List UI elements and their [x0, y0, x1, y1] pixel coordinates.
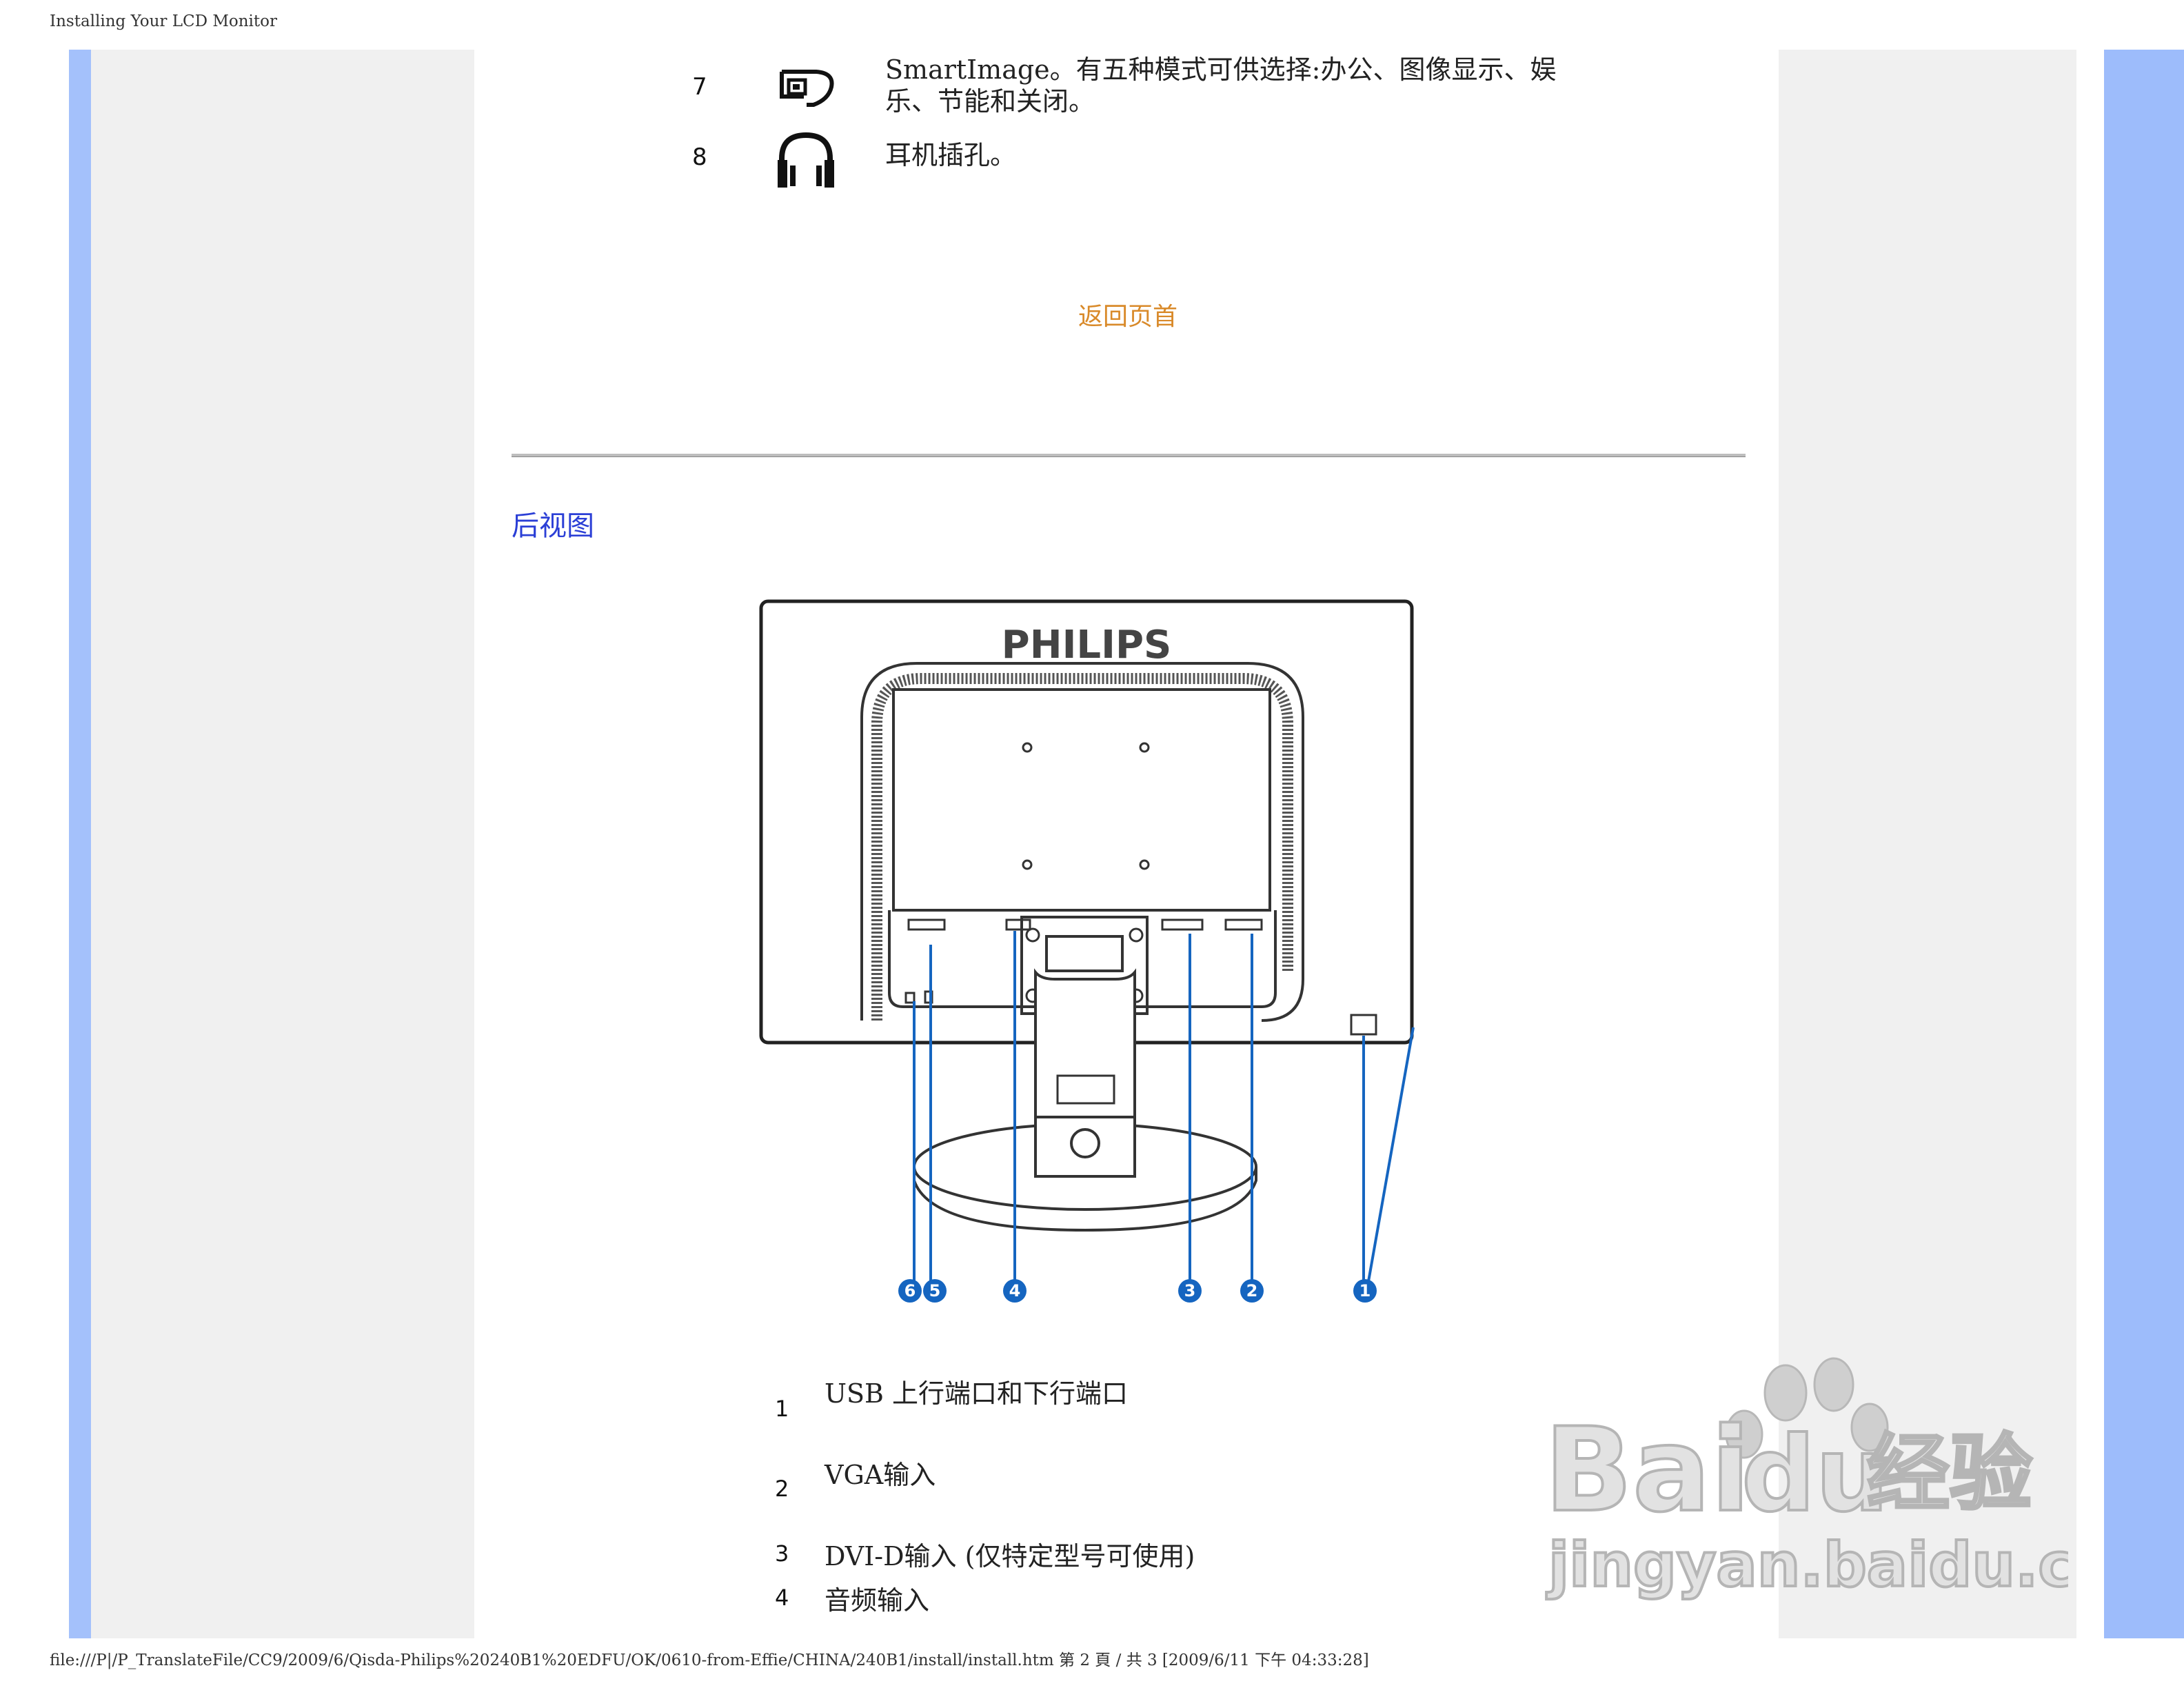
rear-view-heading: 后视图 — [512, 510, 594, 542]
monitor-rear-view-diagram: PHILIPS 6 5 4 3 — [759, 599, 1415, 1303]
left-blue-border — [69, 50, 91, 1638]
legend-text-2: VGA输入 — [825, 1460, 936, 1490]
control-number-7: 7 — [692, 73, 707, 101]
footer-file-path: file:///P|/P_TranslateFile/CC9/2009/6/Qi… — [50, 1651, 1369, 1669]
callout-1-label: 1 — [1359, 1281, 1371, 1300]
watermark-url: jingyan.baidu.com — [1546, 1529, 2068, 1600]
callout-4-label: 4 — [1009, 1281, 1021, 1300]
legend-number-2: 2 — [775, 1476, 789, 1502]
page-header-title: Installing Your LCD Monitor — [50, 12, 277, 30]
legend-text-4: 音频输入 — [825, 1585, 930, 1616]
control-8-description: 耳机插孔。 — [885, 140, 1017, 170]
right-blue-border — [2104, 50, 2184, 1638]
callout-lines — [913, 931, 1415, 1286]
callout-3-label: 3 — [1184, 1281, 1196, 1300]
callout-5-marker — [923, 1279, 947, 1303]
control-7-description-line1: SmartImage。有五种模式可供选择:办公、图像显示、娱 — [885, 54, 1557, 85]
legend-number-4: 4 — [775, 1585, 789, 1611]
smartimage-icon — [780, 70, 834, 107]
legend-text-3: DVI-D输入 (仅特定型号可使用) — [825, 1541, 1195, 1571]
callout-3-marker — [1178, 1279, 1202, 1303]
control-7-description-line2: 乐、节能和关闭。 — [885, 86, 1095, 117]
left-gray-column — [91, 50, 474, 1638]
watermark-du: du — [1741, 1415, 1889, 1535]
callout-6-label: 6 — [904, 1281, 916, 1300]
callout-6-marker — [898, 1279, 922, 1303]
callout-5-label: 5 — [929, 1281, 941, 1300]
control-number-8: 8 — [692, 143, 707, 171]
watermark-bai: Bai — [1544, 1403, 1750, 1538]
baidu-jingyan-watermark: Bai du 经验 jingyan.baidu.com — [1544, 1357, 2068, 1602]
section-divider — [512, 454, 1746, 457]
paw-print-icon — [1725, 1357, 1889, 1459]
callout-1-marker — [1353, 1279, 1377, 1303]
callout-4-marker — [1003, 1279, 1027, 1303]
brand-logo: PHILIPS — [1002, 623, 1172, 667]
callout-2-marker — [1240, 1279, 1264, 1303]
watermark-jingyan-cn: 经验 — [1867, 1426, 2032, 1522]
legend-number-1: 1 — [775, 1396, 789, 1422]
back-to-top-link[interactable]: 返回页首 — [1078, 303, 1178, 331]
legend-number-3: 3 — [775, 1540, 789, 1567]
callout-2-label: 2 — [1246, 1281, 1258, 1300]
headphone-icon — [778, 132, 834, 188]
legend-text-1: USB 上行端口和下行端口 — [825, 1378, 1129, 1409]
